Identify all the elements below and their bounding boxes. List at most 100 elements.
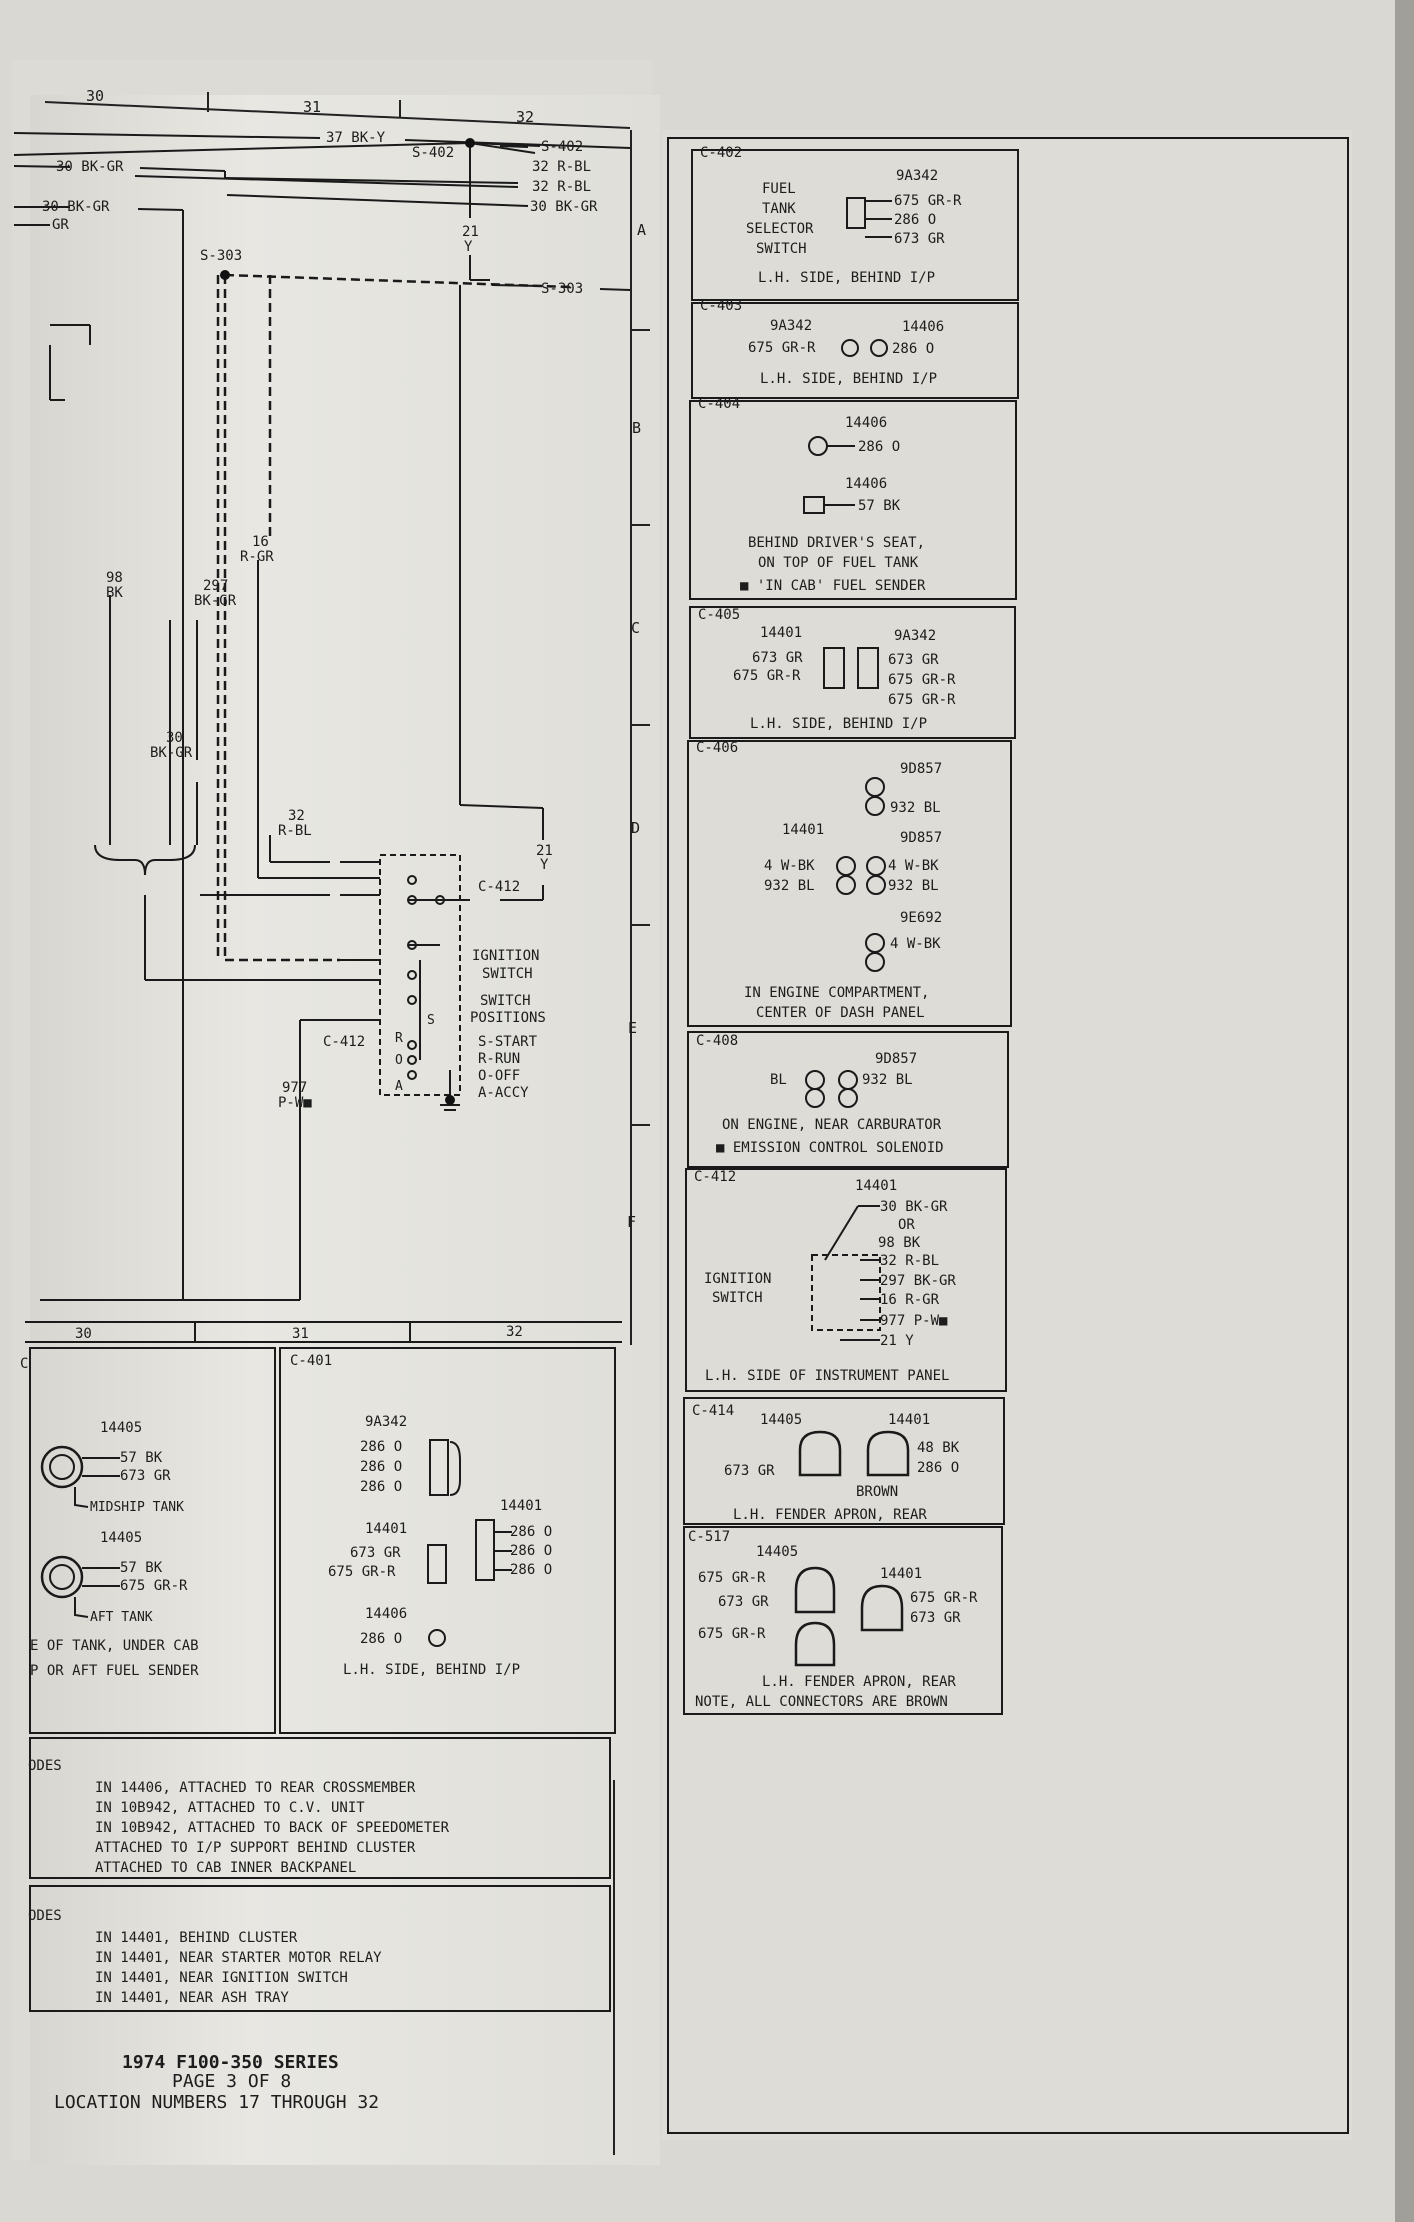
svg-text:TANK: TANK xyxy=(762,201,796,217)
location-30: 30 xyxy=(86,87,104,105)
svg-text:32 R-BL: 32 R-BL xyxy=(880,1253,939,1269)
svg-text:286 O: 286 O xyxy=(894,212,936,228)
connector-c405: C-405 14401 9A342 673 GR 675 GR-R 673 GR… xyxy=(689,606,1016,739)
wire-paths xyxy=(13,132,631,1301)
connector-c403: C-403 9A342 14406 675 GR-R 286 O L.H. SI… xyxy=(691,298,1019,399)
svg-text:14401: 14401 xyxy=(760,625,802,641)
svg-text:286 O: 286 O xyxy=(917,1460,959,1476)
svg-text:BEHIND DRIVER'S SEAT,: BEHIND DRIVER'S SEAT, xyxy=(748,535,925,551)
svg-text:675 GR-R: 675 GR-R xyxy=(894,193,962,209)
dashed-splice-wire xyxy=(216,273,571,962)
svg-text:ODES: ODES xyxy=(28,1758,62,1774)
page-footer: 1974 F100-350 SERIES PAGE 3 OF 8 LOCATIO… xyxy=(54,2052,379,2113)
svg-text:9E692: 9E692 xyxy=(900,910,942,926)
wire-gr: GR xyxy=(52,217,69,233)
position-off: O-OFF xyxy=(478,1068,520,1084)
connector-c412-label-lower: C-412 xyxy=(323,1034,365,1050)
svg-text:297 BK-GR: 297 BK-GR xyxy=(880,1273,956,1289)
svg-text:■ EMISSION CONTROL SOLENOID: ■ EMISSION CONTROL SOLENOID xyxy=(716,1140,944,1156)
svg-text:NOTE, ALL CONNECTORS ARE BROWN: NOTE, ALL CONNECTORS ARE BROWN xyxy=(695,1694,948,1710)
svg-text:675 GR-R: 675 GR-R xyxy=(698,1570,766,1586)
svg-text:14406: 14406 xyxy=(365,1606,407,1622)
connector-c412-label: C-412 xyxy=(478,879,520,895)
svg-text:ATTACHED TO CAB INNER BACKPANE: ATTACHED TO CAB INNER BACKPANEL xyxy=(95,1860,356,1876)
svg-text:ODES: ODES xyxy=(28,1908,62,1924)
svg-text:BROWN: BROWN xyxy=(856,1484,898,1500)
svg-text:L.H. FENDER APRON, REAR: L.H. FENDER APRON, REAR xyxy=(762,1674,956,1690)
svg-text:R: R xyxy=(395,1031,403,1046)
svg-text:IN 14406, ATTACHED TO REAR CRO: IN 14406, ATTACHED TO REAR CROSSMEMBER xyxy=(95,1780,416,1796)
wire-32-color-lower: R-BL xyxy=(278,823,312,839)
svg-text:673 GR: 673 GR xyxy=(888,652,939,668)
svg-text:C-408: C-408 xyxy=(696,1033,738,1049)
svg-text:14406: 14406 xyxy=(845,476,887,492)
svg-text:IN 14401, NEAR ASH TRAY: IN 14401, NEAR ASH TRAY xyxy=(95,1990,289,2006)
svg-text:673 GR: 673 GR xyxy=(724,1463,775,1479)
svg-text:673 GR: 673 GR xyxy=(718,1594,769,1610)
splice-s303: S-303 xyxy=(200,248,242,264)
svg-text:9A342: 9A342 xyxy=(896,168,938,184)
svg-text:14405: 14405 xyxy=(100,1530,142,1546)
svg-text:14406: 14406 xyxy=(845,415,887,431)
svg-text:9D857: 9D857 xyxy=(875,1051,917,1067)
svg-text:57 BK: 57 BK xyxy=(120,1450,163,1466)
connector-c406: C-406 9D857 932 BL 14401 9D857 4 W-BK 4 … xyxy=(687,740,1012,1027)
svg-text:AFT TANK: AFT TANK xyxy=(90,1610,153,1625)
svg-text:30 BK-GR: 30 BK-GR xyxy=(880,1199,948,1215)
grid-row-d: D xyxy=(631,819,640,837)
svg-text:9A342: 9A342 xyxy=(894,628,936,644)
svg-text:673 GR: 673 GR xyxy=(894,231,945,247)
notes-block-2: ODES IN 14401, BEHIND CLUSTER IN 14401, … xyxy=(28,1908,382,2006)
svg-text:9A342: 9A342 xyxy=(770,318,812,334)
svg-text:C-402: C-402 xyxy=(700,145,742,161)
svg-text:L.H. SIDE, BEHIND I/P: L.H. SIDE, BEHIND I/P xyxy=(758,270,935,286)
svg-text:MIDSHIP TANK: MIDSHIP TANK xyxy=(90,1500,184,1515)
svg-text:286 O: 286 O xyxy=(858,439,900,455)
svg-text:L.H. SIDE OF INSTRUMENT PANEL: L.H. SIDE OF INSTRUMENT PANEL xyxy=(705,1368,949,1384)
wire-30-color-lower: BK-GR xyxy=(150,745,193,761)
footer-locations: LOCATION NUMBERS 17 THROUGH 32 xyxy=(54,2092,379,2113)
svg-text:977 P-W■: 977 P-W■ xyxy=(880,1313,948,1329)
svg-text:675 GR-R: 675 GR-R xyxy=(733,668,801,684)
wire-297-color: BK-GR xyxy=(194,593,237,609)
svg-text:57 BK: 57 BK xyxy=(120,1560,163,1576)
svg-text:14406: 14406 xyxy=(902,319,944,335)
grid-border xyxy=(613,130,650,2155)
svg-text:673 GR: 673 GR xyxy=(350,1545,401,1561)
svg-text:A: A xyxy=(395,1079,403,1094)
connector-c402: C-402 9A342 FUEL TANK SELECTOR SWITCH 67… xyxy=(691,145,1019,301)
switch-labels: S R O A xyxy=(395,1013,435,1094)
svg-text:14401: 14401 xyxy=(365,1521,407,1537)
svg-text:16 R-GR: 16 R-GR xyxy=(880,1292,940,1308)
svg-text:14401: 14401 xyxy=(888,1412,930,1428)
svg-text:14405: 14405 xyxy=(756,1544,798,1560)
svg-text:675 GR-R: 675 GR-R xyxy=(120,1578,188,1594)
svg-text:C-405: C-405 xyxy=(698,607,740,623)
svg-text:SWITCH: SWITCH xyxy=(712,1290,763,1306)
position-run: R-RUN xyxy=(478,1051,520,1067)
svg-text:932 BL: 932 BL xyxy=(888,878,939,894)
connector-c414: C-414 14405 14401 673 GR 48 BK 286 O BRO… xyxy=(683,1397,1005,1525)
svg-text:9D857: 9D857 xyxy=(900,830,942,846)
svg-text:C-401: C-401 xyxy=(290,1353,332,1369)
svg-text:9A342: 9A342 xyxy=(365,1414,407,1430)
svg-text:286 O: 286 O xyxy=(360,1479,402,1495)
wire-y-label-lower: Y xyxy=(540,857,549,873)
grid-row-e: E xyxy=(628,1019,637,1037)
connector-views-frame xyxy=(667,137,1349,2134)
wire-98-label: 98 xyxy=(106,570,123,586)
wire-bk-label: BK xyxy=(106,585,123,601)
svg-text:IN 14401, BEHIND CLUSTER: IN 14401, BEHIND CLUSTER xyxy=(95,1930,298,1946)
svg-text:P OR AFT FUEL SENDER: P OR AFT FUEL SENDER xyxy=(30,1663,199,1679)
svg-text:14401: 14401 xyxy=(500,1498,542,1514)
svg-text:286 O: 286 O xyxy=(510,1543,552,1559)
connector-c401: C-401 9A342 286 O 286 O 286 O 14401 673 … xyxy=(290,1353,552,1678)
wire-32-r-bl-a: 32 R-BL xyxy=(532,159,591,175)
lower-location-30: 30 xyxy=(75,1326,92,1342)
svg-text:675 GR-R: 675 GR-R xyxy=(888,672,956,688)
switch-positions-2: POSITIONS xyxy=(470,1010,546,1026)
svg-text:48 BK: 48 BK xyxy=(917,1440,960,1456)
wire-30-label-lower: 30 xyxy=(166,730,183,746)
position-accy: A-ACCY xyxy=(478,1085,529,1101)
